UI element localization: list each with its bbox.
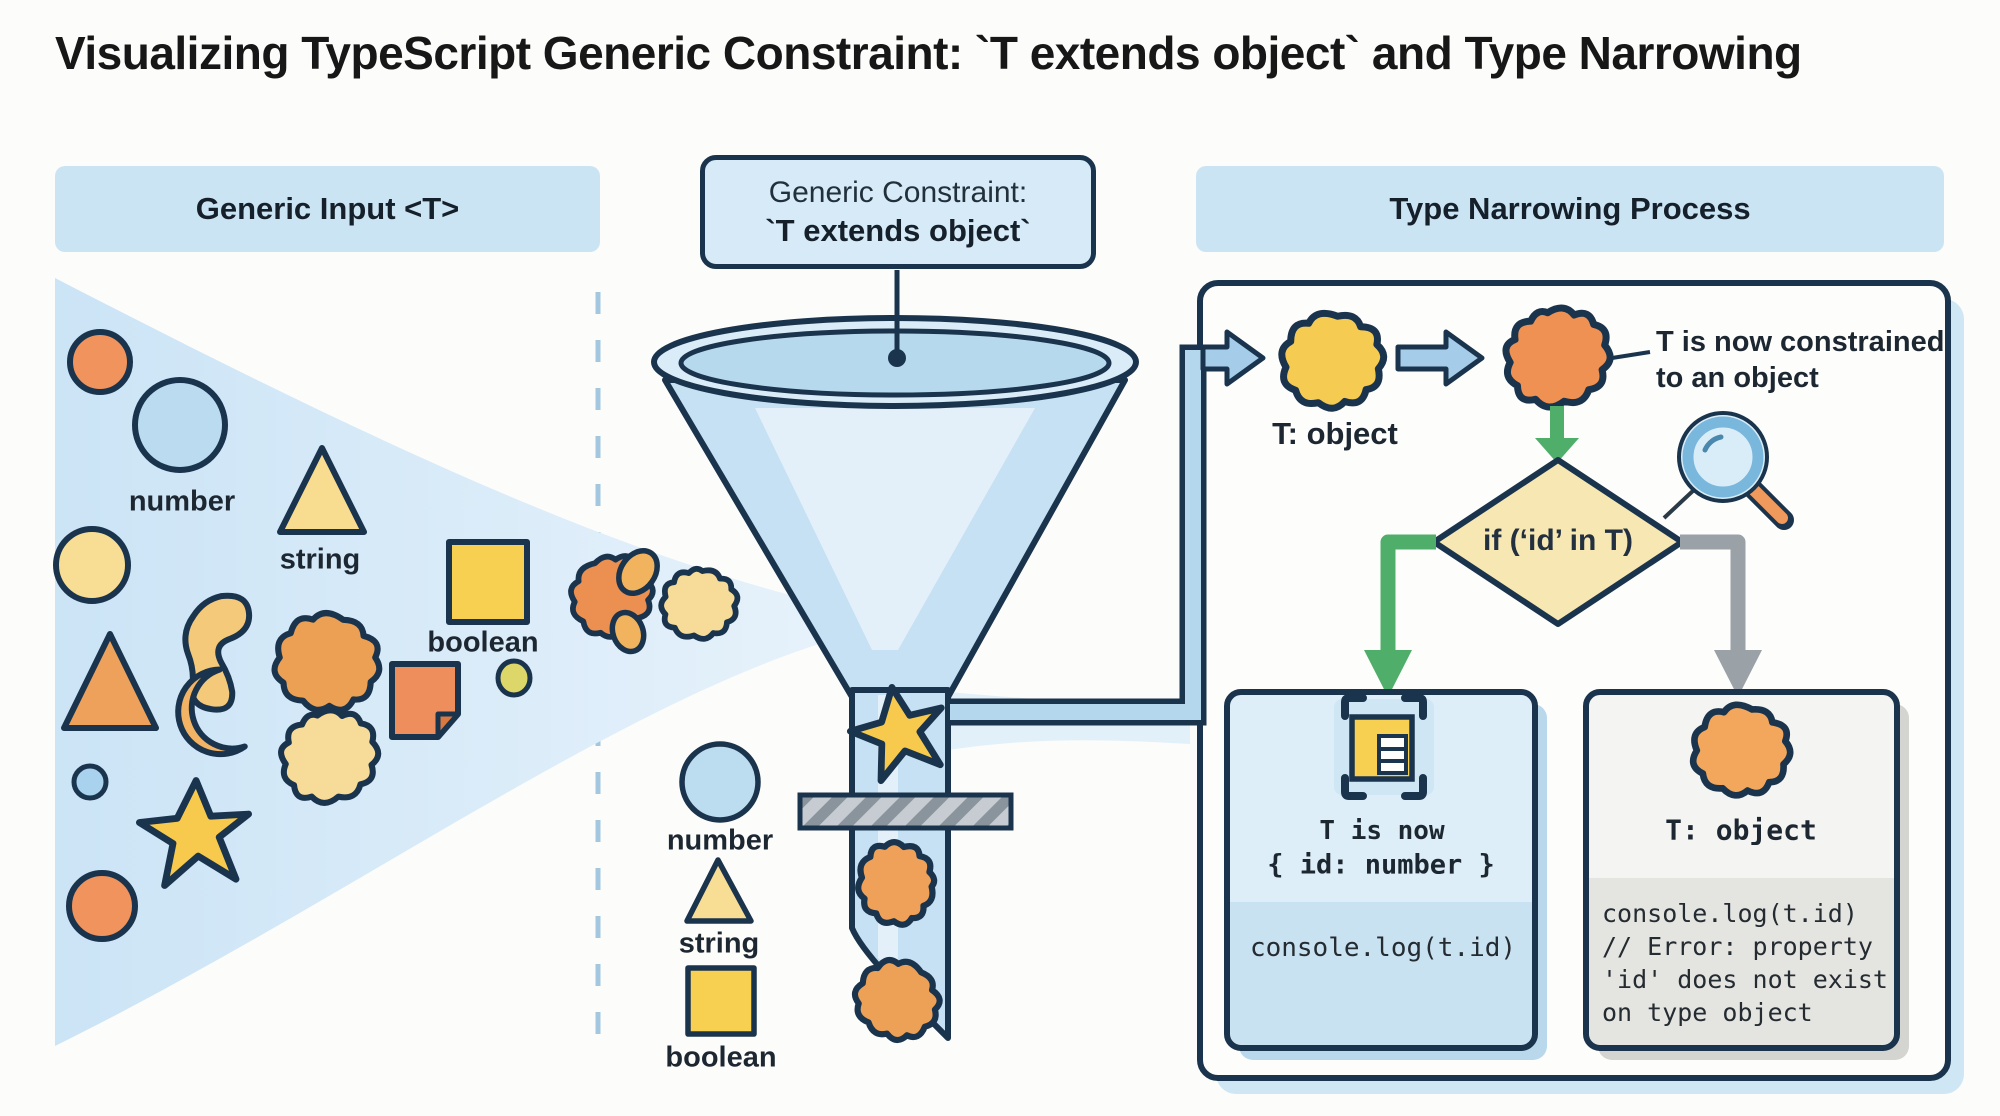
constrained-note-line1: T is now constrained: [1656, 326, 1945, 358]
magnifier-icon: [1662, 411, 1794, 530]
shape-dot-blue: [71, 763, 109, 801]
down-arrow-green: [1535, 406, 1579, 463]
false-code-line3: 'id' does not exist: [1602, 965, 1888, 994]
condition-label: if (‘id’ in T): [1483, 524, 1633, 557]
title-suffix: and Type Narrowing: [1359, 27, 1802, 79]
decision-diamond: [1431, 457, 1685, 627]
legend-label-string: string: [678, 927, 760, 960]
constrained-note-line2: to an object: [1656, 362, 1819, 394]
title-highlight: `T extends object`: [975, 27, 1360, 79]
page-title: Visualizing TypeScript Generic Constrain…: [55, 26, 1802, 80]
false-code-line2: // Error: property: [1602, 932, 1873, 961]
false-state-label: T: object: [1665, 813, 1817, 847]
true-branch-box: [1224, 689, 1547, 1060]
input-label-number: number: [128, 485, 236, 518]
input-shapes: [53, 329, 742, 942]
false-branch-arrow: [1680, 534, 1762, 697]
filter-bar: [797, 792, 1014, 831]
shape-circle-number: [132, 377, 228, 473]
false-code-line4: on type object: [1602, 998, 1813, 1027]
input-label-string: string: [279, 543, 361, 576]
constrained-note: T is now constrained to an object: [1656, 324, 1944, 396]
true-state-line1: T is now: [1319, 816, 1445, 846]
legend-circle-number: [679, 741, 761, 823]
shape-triangle-orange: [61, 631, 159, 731]
constraint-header-line1: Generic Constraint:: [768, 176, 1028, 209]
shape-circle-orange-bottom: [66, 870, 138, 942]
legend-label-number: number: [666, 824, 774, 857]
shape-blob-cluster: [557, 543, 667, 655]
true-branch-arrow: [1364, 534, 1436, 697]
true-branch-code: console.log(t.id): [1249, 933, 1517, 963]
false-branch-box: [1583, 689, 1909, 1060]
entry-arrow-icon: [1200, 329, 1266, 387]
true-state-line2: { id: number }: [1267, 849, 1495, 881]
header-generic-constraint: Generic Constraint: `T extends object`: [700, 155, 1096, 269]
legend-shapes: [679, 741, 761, 1037]
false-code-line1: console.log(t.id): [1602, 899, 1858, 928]
header-generic-input: Generic Input <T>: [55, 166, 600, 252]
title-prefix: Visualizing TypeScript Generic Constrain…: [55, 27, 975, 79]
shape-circle-yellow: [53, 526, 131, 604]
constraint-pointer-dot: [888, 349, 906, 367]
constraint-header-line2: `T extends object`: [765, 213, 1031, 248]
shape-circle-orange: [67, 329, 133, 395]
legend-label-boolean: boolean: [665, 1041, 777, 1074]
legend-triangle-string: [684, 857, 754, 924]
transform-arrow-icon: [1395, 329, 1485, 387]
legend-square-boolean: [685, 965, 757, 1037]
shape-square-boolean: [446, 539, 530, 625]
false-branch-code: console.log(t.id) // Error: property 'id…: [1602, 897, 1888, 1029]
shape-dot-olive: [495, 658, 533, 698]
funnel-to-panel-pipe: [950, 329, 1266, 726]
header-type-narrowing: Type Narrowing Process: [1196, 166, 1944, 252]
shape-triangle-string: [277, 445, 367, 535]
shape-sticky-note: [389, 661, 461, 740]
t-object-label: T: object: [1272, 416, 1398, 451]
input-label-boolean: boolean: [427, 626, 539, 659]
object-structure-icon: [1334, 694, 1434, 800]
note-connector-line: [1611, 350, 1651, 360]
